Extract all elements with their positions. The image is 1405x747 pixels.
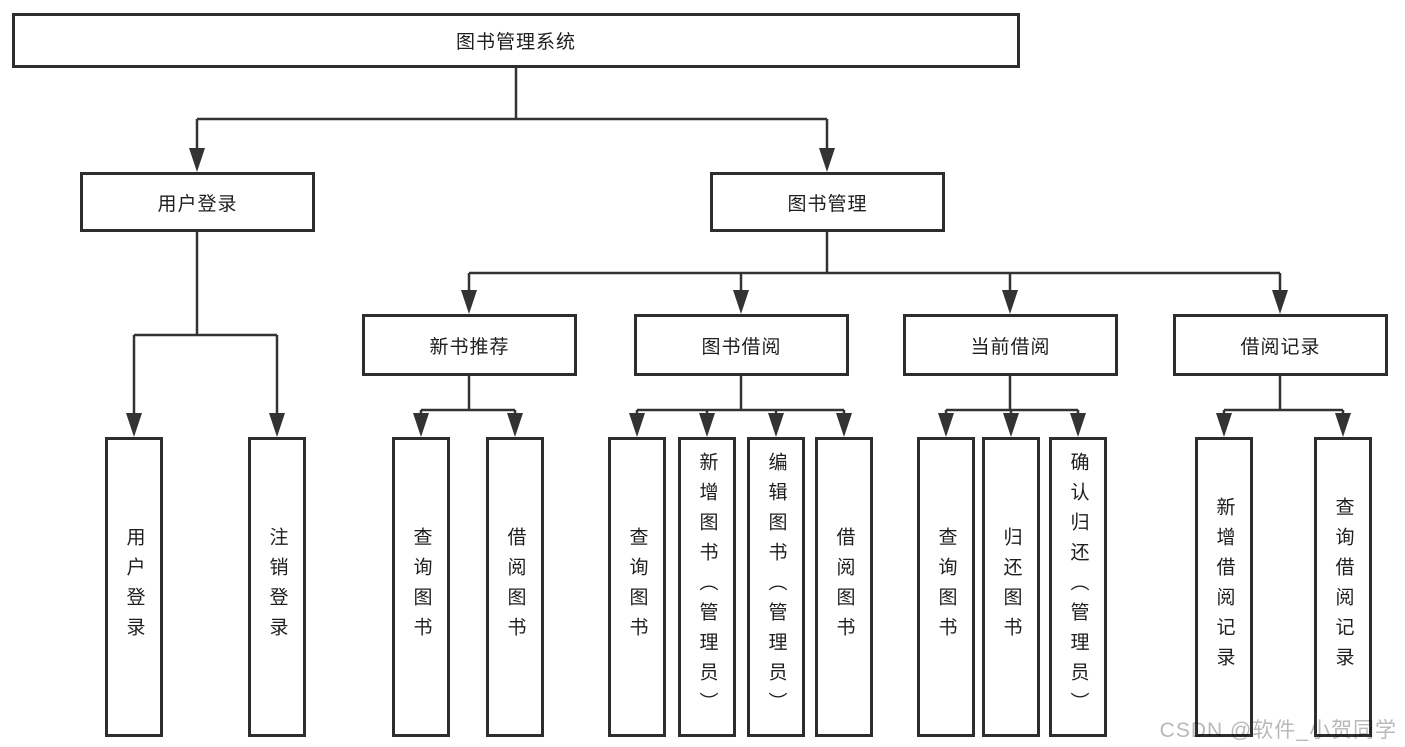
node-borrow-records: 借阅记录 <box>1173 314 1388 376</box>
leaf-return-books: 归还图书 <box>982 437 1040 737</box>
node-root-system: 图书管理系统 <box>12 13 1020 68</box>
leaf-add-books-admin: 新增图书（管理员） <box>678 437 736 737</box>
node-current-borrow: 当前借阅 <box>903 314 1118 376</box>
leaf-label: 查询图书 <box>626 527 648 647</box>
leaf-add-borrow-record: 新增借阅记录 <box>1195 437 1253 737</box>
node-book-management-branch: 图书管理 <box>710 172 945 232</box>
csdn-watermark: CSDN @软件_小贺同学 <box>1159 719 1397 742</box>
leaf-label: 用户登录 <box>123 527 145 647</box>
leaf-query-books-borrow: 查询图书 <box>608 437 666 737</box>
leaf-edit-books-admin: 编辑图书（管理员） <box>747 437 805 737</box>
leaf-label: 查询借阅记录 <box>1332 497 1354 677</box>
node-label: 用户登录 <box>157 193 238 215</box>
leaf-confirm-return-admin: 确认归还（管理员） <box>1049 437 1107 737</box>
leaf-borrow-books: 借阅图书 <box>815 437 873 737</box>
leaf-label: 新增借阅记录 <box>1213 497 1235 677</box>
node-new-book-recommend: 新书推荐 <box>362 314 577 376</box>
node-book-borrow: 图书借阅 <box>634 314 849 376</box>
leaf-borrow-books-recommend: 借阅图书 <box>486 437 544 737</box>
leaf-query-borrow-record: 查询借阅记录 <box>1314 437 1372 737</box>
node-label: 当前借阅 <box>970 336 1051 358</box>
leaf-label: 借阅图书 <box>833 527 855 647</box>
leaf-label: 归还图书 <box>1000 527 1022 647</box>
leaf-label: 查询图书 <box>410 527 432 647</box>
leaf-label: 注销登录 <box>266 527 288 647</box>
node-label: 借阅记录 <box>1240 336 1321 358</box>
leaf-label: 新增图书（管理员） <box>696 452 718 722</box>
leaf-logout: 注销登录 <box>248 437 306 737</box>
leaf-label: 编辑图书（管理员） <box>765 452 787 722</box>
leaf-query-books-recommend: 查询图书 <box>392 437 450 737</box>
node-user-login-branch: 用户登录 <box>80 172 315 232</box>
node-label: 新书推荐 <box>429 336 510 358</box>
leaf-label: 确认归还（管理员） <box>1067 452 1089 722</box>
node-label: 图书借阅 <box>701 336 782 358</box>
node-label: 图书管理 <box>787 193 868 215</box>
leaf-label: 查询图书 <box>935 527 957 647</box>
leaf-user-login: 用户登录 <box>105 437 163 737</box>
leaf-query-books-current: 查询图书 <box>917 437 975 737</box>
node-root-label: 图书管理系统 <box>455 32 576 53</box>
leaf-label: 借阅图书 <box>504 527 526 647</box>
